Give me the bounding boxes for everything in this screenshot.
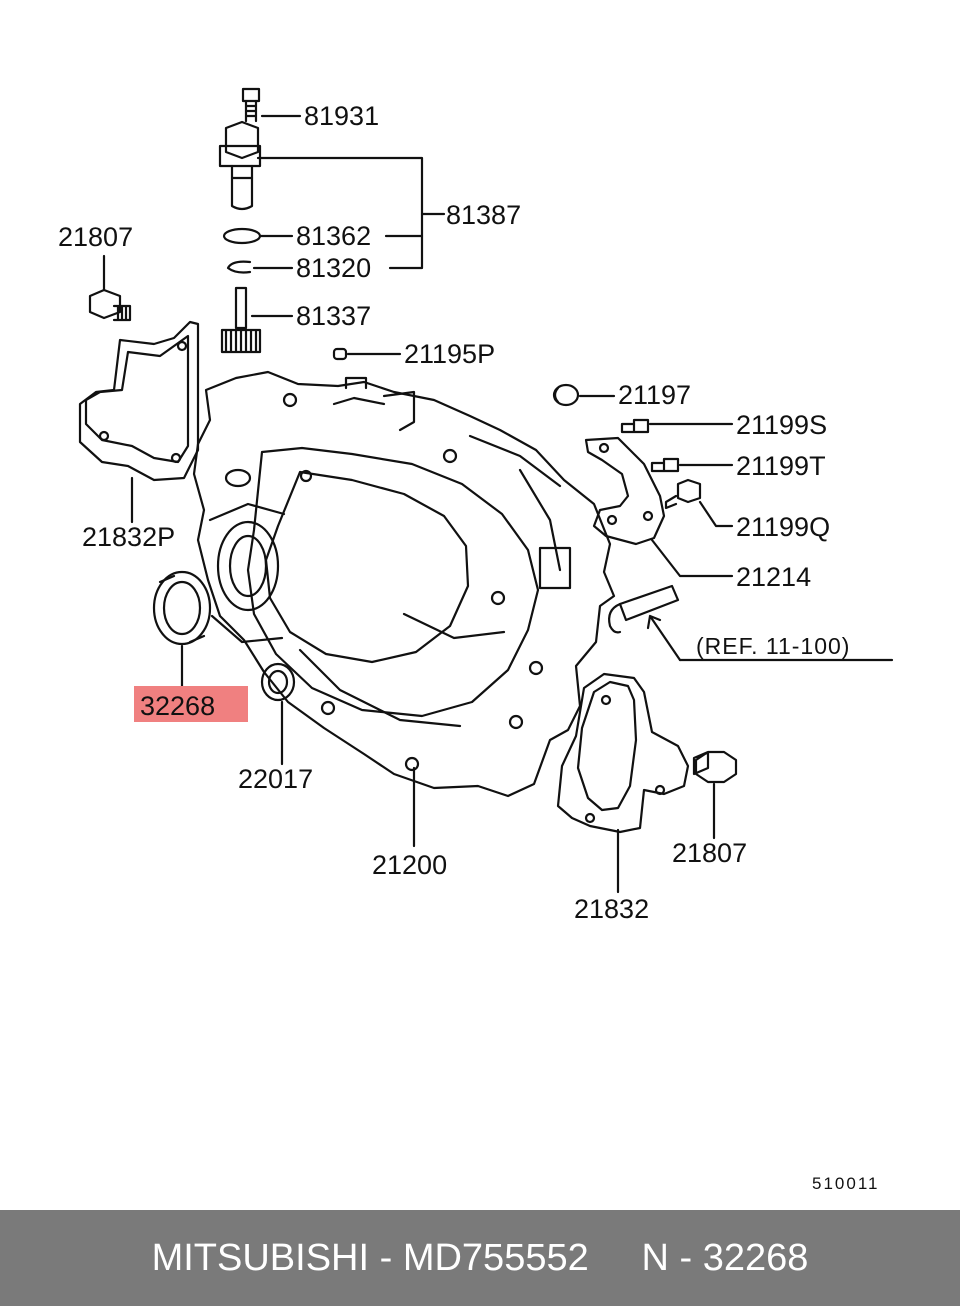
label-81337: 81337 — [296, 301, 371, 331]
footer-gap — [589, 1237, 642, 1280]
seal-32268-part — [152, 570, 212, 646]
bolt-21199T-part — [650, 457, 680, 473]
bolt-21807-right-part — [692, 750, 738, 784]
label-21197: 21197 — [618, 380, 691, 410]
sensor-81387-part — [218, 120, 262, 211]
label-ref: (REF. 11-100) — [696, 633, 850, 659]
label-21832P: 21832P — [82, 522, 175, 552]
label-21832: 21832 — [574, 894, 649, 924]
label-21807-top: 21807 — [58, 222, 133, 252]
label-21199S: 21199S — [736, 410, 827, 440]
bolt-21807-left-part — [88, 288, 132, 322]
label-22017: 22017 — [238, 764, 313, 794]
gear-shaft-81337-part — [220, 286, 262, 354]
footer-bar: MITSUBISHI - MD755552 N - 32268 — [0, 1210, 960, 1306]
cover-21832-part — [556, 672, 690, 834]
plug-21195P-part — [332, 347, 348, 361]
bracket-21214-part — [584, 436, 666, 546]
bolt-21199Q-part — [664, 478, 702, 510]
cover-21832P-part — [78, 320, 200, 482]
footer-brand: MITSUBISHI — [151, 1236, 370, 1279]
label-81387: 81387 — [446, 200, 521, 230]
highlight-32268-box — [134, 686, 248, 722]
o-ring-81362-part — [222, 227, 262, 245]
label-21214: 21214 — [736, 562, 811, 592]
clip-81320-part — [226, 260, 252, 274]
label-21200: 21200 — [372, 850, 447, 880]
label-21195P: 21195P — [404, 339, 495, 369]
bolt-81931-part — [241, 87, 261, 123]
transaxle-case-21200-part — [192, 370, 616, 798]
seal-22017-part — [260, 662, 296, 702]
footer-position: N - 32268 — [641, 1236, 809, 1279]
label-21807-bottom: 21807 — [672, 838, 747, 868]
diagram-code: 510011 — [812, 1174, 879, 1193]
parts-diagram: 81931 81387 81362 81320 81337 21807 2119… — [58, 87, 894, 1193]
footer-separator: - — [369, 1236, 403, 1279]
wire-ref-part — [608, 584, 680, 634]
label-21199T: 21199T — [736, 451, 826, 481]
bolt-21199S-part — [620, 418, 650, 434]
cap-21197-part — [552, 383, 580, 407]
label-81362: 81362 — [296, 221, 371, 251]
leader-lines — [102, 114, 894, 894]
label-21199Q: 21199Q — [736, 512, 830, 542]
label-32268: 32268 — [140, 691, 215, 721]
label-81320: 81320 — [296, 253, 371, 283]
label-81931: 81931 — [304, 101, 379, 131]
footer-part-number: MD755552 — [402, 1236, 589, 1279]
